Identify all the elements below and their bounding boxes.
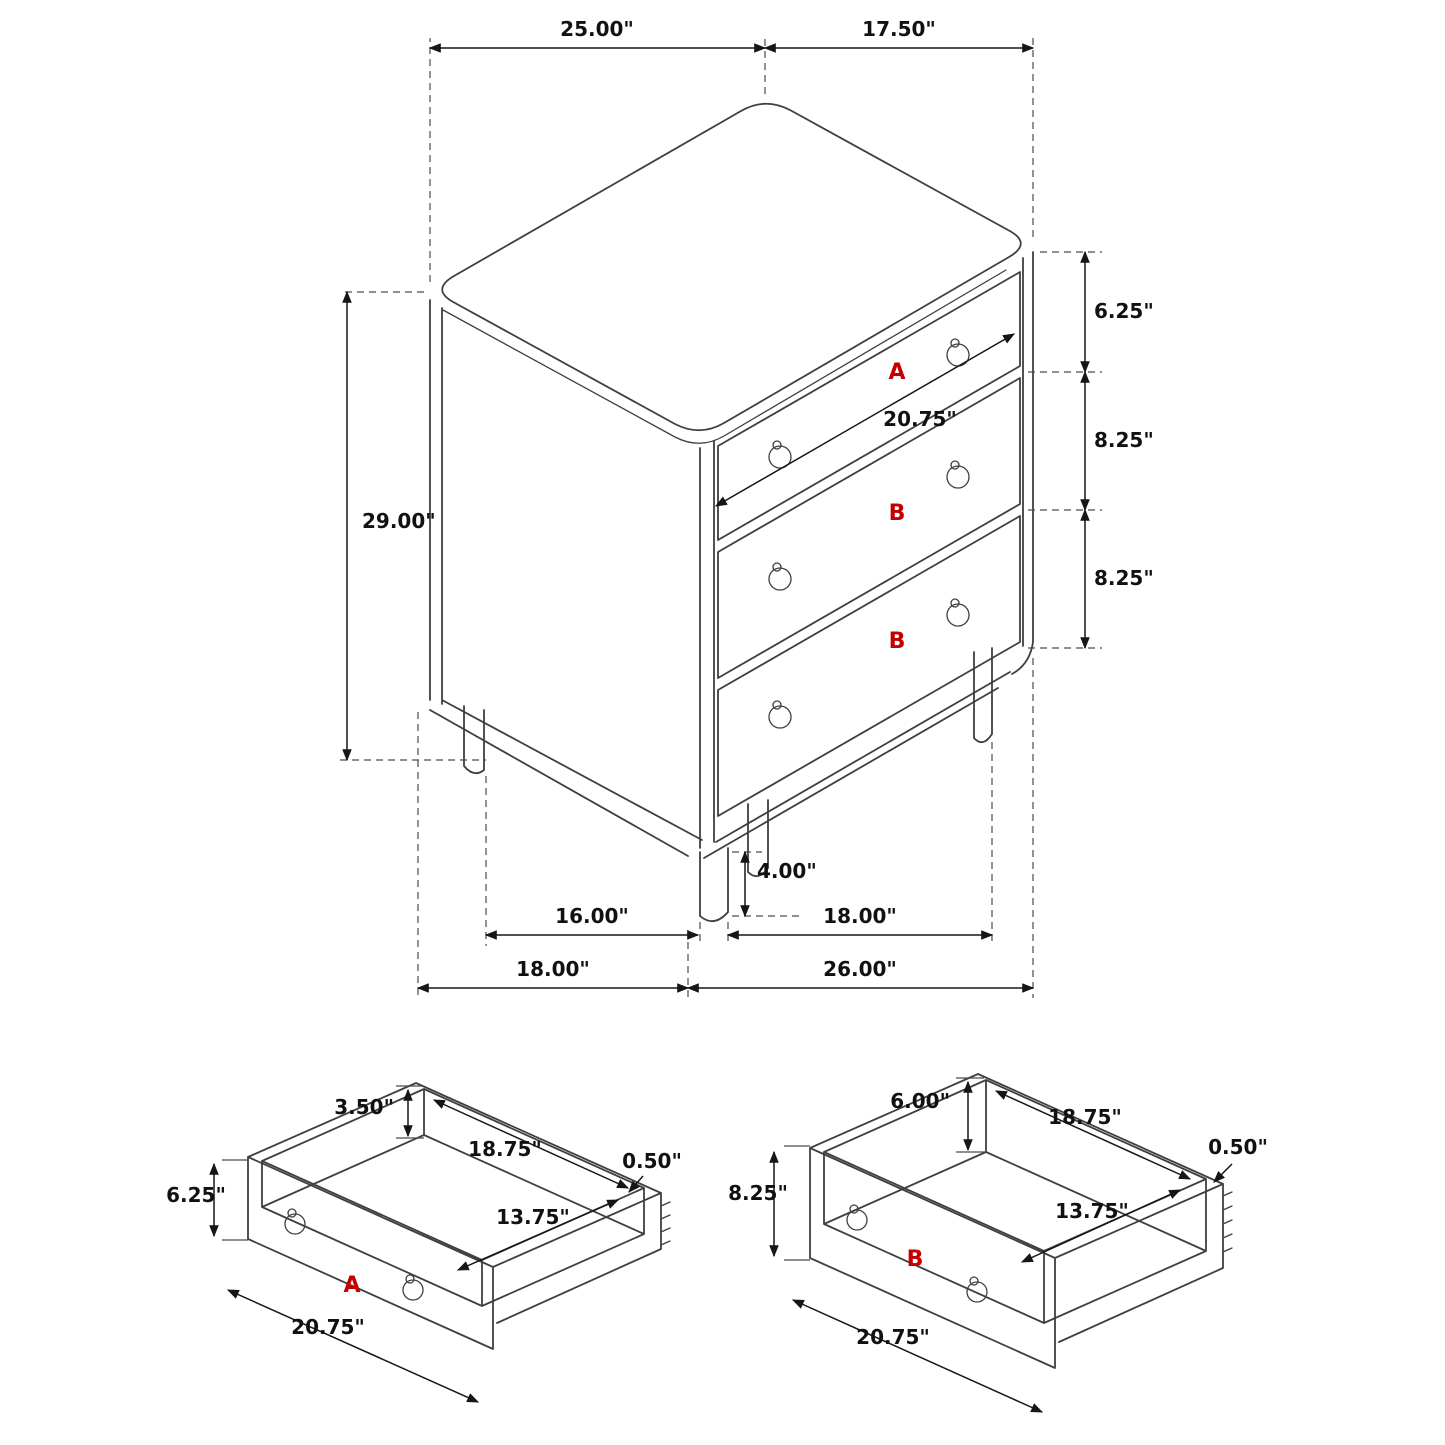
drawer-knob <box>846 1204 868 1231</box>
leader-a-side-thickness <box>628 1175 644 1193</box>
drawer-a-detail: 3.50" 18.75" 0.50" 6.25" 13.75" 20.75" A <box>166 1082 682 1403</box>
dim-b-side-thickness: 0.50" <box>1208 1135 1268 1159</box>
drawer-a-box <box>247 1082 662 1350</box>
dim-a-side-thickness: 0.50" <box>622 1149 682 1173</box>
dim-b-inner-width: 18.75" <box>1048 1105 1122 1129</box>
dim-middle-drawer-height: 8.25" <box>1094 428 1154 452</box>
drawer-knob <box>768 700 792 729</box>
dimension-lines-drawer-a <box>209 1088 644 1403</box>
dim-b-inner-height: 6.00" <box>890 1089 950 1113</box>
chest-line-art <box>429 102 1034 922</box>
dim-line-a-front-width <box>226 1289 480 1403</box>
dim-a-front-height: 6.25" <box>166 1183 226 1207</box>
dim-top-drawer-height: 6.25" <box>1094 299 1154 323</box>
dim-b-front-width: 20.75" <box>856 1325 930 1349</box>
label-drawer-b-detail: B <box>907 1247 924 1272</box>
drawer-knob <box>768 562 792 591</box>
extension-lines-main <box>340 38 1102 998</box>
dim-a-inner-depth: 13.75" <box>496 1205 570 1229</box>
drawer-b-box <box>809 1073 1224 1369</box>
dim-leg-height: 4.00" <box>757 859 817 883</box>
drawer-knob <box>284 1208 306 1235</box>
dim-base-depth: 18.00" <box>516 957 590 981</box>
label-drawer-a-detail: A <box>343 1273 360 1298</box>
main-view: 25.00" 17.50" 29.00" 6.25" 8.25" 8.25" 2… <box>340 17 1154 998</box>
chest-legs <box>463 647 993 922</box>
dim-line-b-inner-depth <box>1020 1189 1182 1263</box>
label-drawer-b-bottom: B <box>889 629 906 654</box>
drawer-b-joint-ticks <box>1222 1191 1233 1253</box>
dim-a-front-width: 20.75" <box>291 1315 365 1339</box>
dim-drawer-front-width: 20.75" <box>883 407 957 431</box>
drawer-knob <box>946 460 970 489</box>
extension-lines-drawer-b <box>784 1077 986 1261</box>
chest-top-face <box>441 102 1022 432</box>
dim-bottom-drawer-height: 8.25" <box>1094 566 1154 590</box>
dim-line-a-inner-depth <box>456 1199 620 1271</box>
dim-top-depth: 17.50" <box>862 17 936 41</box>
dim-side-leg-spacing: 18.00" <box>823 904 897 928</box>
dim-overall-height: 29.00" <box>362 509 436 533</box>
dim-top-width: 25.00" <box>560 17 634 41</box>
leader-b-side-thickness <box>1213 1163 1233 1183</box>
dim-b-inner-depth: 13.75" <box>1055 1199 1129 1223</box>
dim-front-leg-spacing: 16.00" <box>555 904 629 928</box>
dim-line-drawer-front-width <box>714 333 1016 507</box>
drawer-a-line-art <box>247 1082 671 1350</box>
dimension-lines-main <box>342 43 1090 993</box>
dim-line-b-front-width <box>791 1299 1044 1413</box>
dim-a-inner-height: 3.50" <box>334 1095 394 1119</box>
drawer-b-line-art <box>809 1073 1233 1369</box>
extension-lines-drawer-a <box>222 1085 424 1241</box>
dim-line-b-inner-width <box>994 1090 1192 1180</box>
drawer-b-detail: 6.00" 18.75" 0.50" 8.25" 13.75" 20.75" B <box>728 1073 1268 1413</box>
dim-line-a-inner-width <box>432 1099 630 1189</box>
dim-b-front-height: 8.25" <box>728 1181 788 1205</box>
dim-a-inner-width: 18.75" <box>468 1137 542 1161</box>
chest-carcass-edges <box>429 251 1034 859</box>
drawer-a-joint-ticks <box>660 1201 671 1246</box>
drawer-knob <box>946 598 970 627</box>
label-drawer-b-middle: B <box>889 501 906 526</box>
dimension-lines-drawer-b <box>769 1080 1233 1413</box>
label-drawer-a: A <box>888 360 905 385</box>
dim-base-width: 26.00" <box>823 957 897 981</box>
